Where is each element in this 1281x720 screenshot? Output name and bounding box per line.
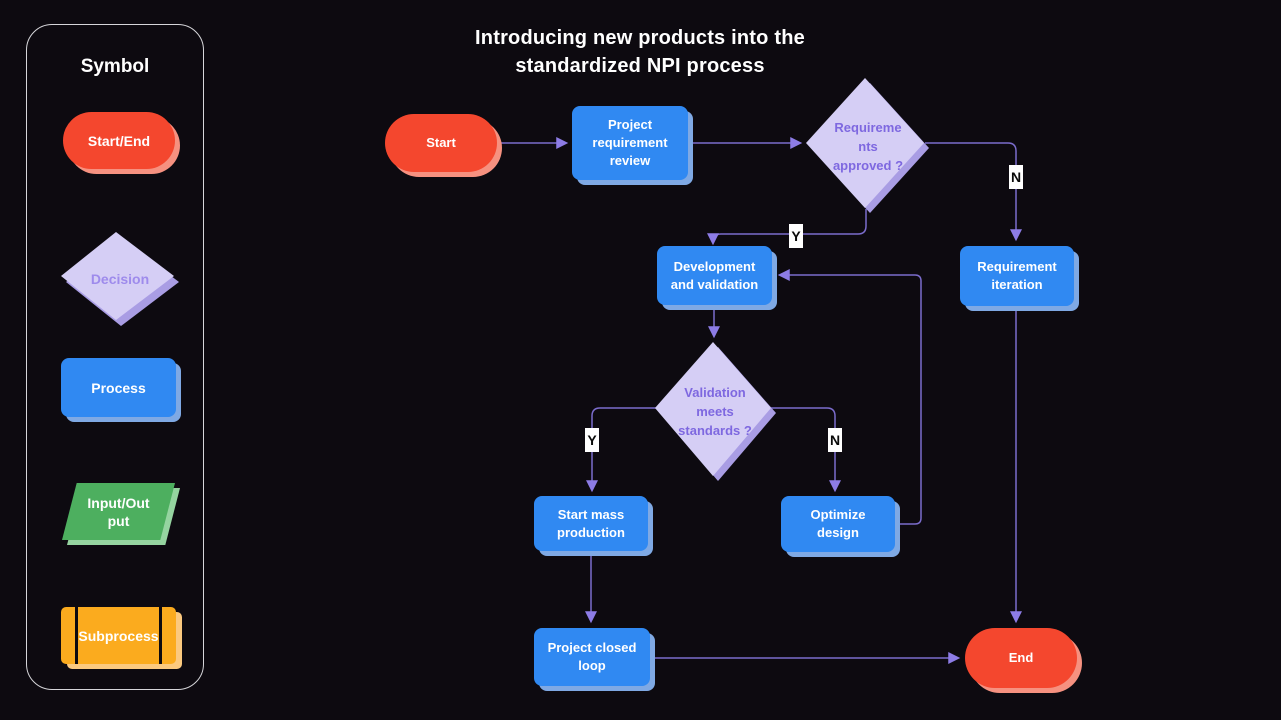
legend-label-subprocess: Subprocess (78, 627, 159, 644)
node-optimize-design[interactable]: Optimize design (781, 496, 895, 552)
edge-approved-no-to-iteration (925, 142, 1022, 242)
node-development-and-validation-label: Development and validation (670, 258, 759, 292)
node-validation-meets-standards[interactable]: Validation meets standards ? (653, 340, 777, 482)
legend-item-start-end[interactable]: Start/End (63, 112, 175, 169)
node-start-label: Start (426, 135, 456, 150)
node-requirements-approved[interactable]: Requirements approved ? (805, 77, 931, 215)
edge-label-approved-no: N (1009, 165, 1023, 189)
legend-label-start-end: Start/End (87, 132, 151, 149)
node-project-closed-loop[interactable]: Project closed loop (534, 628, 650, 686)
node-optimize-design-label: Optimize design (810, 507, 866, 540)
edge-optimize-loop-to-development (777, 269, 922, 525)
node-development-and-validation[interactable]: Development and validation (657, 246, 772, 305)
node-project-requirement-review[interactable]: Project requirement review (572, 106, 688, 180)
legend-panel (26, 24, 204, 690)
node-requirement-iteration-label: Requirement iteration (977, 259, 1057, 292)
node-start-mass-production[interactable]: Start mass production (534, 496, 648, 551)
node-project-requirement-review-label: Project requirement review (592, 117, 668, 168)
node-validation-meets-standards-label: Validation meets standards ? (678, 384, 752, 438)
legend-item-decision[interactable]: Decision (60, 231, 180, 328)
edge-standards-no-to-optimize (771, 407, 841, 493)
node-end[interactable]: End (965, 628, 1077, 688)
node-end-label: End (1008, 650, 1034, 665)
legend-label-input-output: Input/Output (87, 494, 150, 529)
subprocess-right-bar (159, 607, 162, 664)
node-requirement-iteration[interactable]: Requirement iteration (960, 246, 1074, 306)
diagram-title: Introducing new products into the standa… (475, 27, 805, 77)
legend-item-input-output[interactable]: Input/Output (62, 483, 175, 540)
edge-label-approved-yes: Y (789, 224, 803, 248)
decision-shape-icon (61, 232, 179, 326)
edge-label-standards-yes: Y (585, 428, 599, 452)
legend-label-decision: Decision (90, 271, 150, 287)
node-start[interactable]: Start (385, 114, 497, 172)
legend-title: Symbol (80, 56, 150, 77)
subprocess-left-bar (75, 607, 78, 664)
requirements-approved-shape (806, 78, 929, 213)
legend-label-process: Process (91, 379, 146, 396)
edge-standards-yes-to-production (586, 407, 657, 493)
node-project-closed-loop-label: Project closed loop (547, 640, 637, 673)
edge-label-standards-no: N (828, 428, 842, 452)
legend-item-process[interactable]: Process (61, 358, 176, 417)
node-start-mass-production-label: Start mass production (557, 506, 625, 540)
node-requirements-approved-label: Requirements approved ? (832, 119, 904, 173)
legend-item-subprocess[interactable]: Subprocess (61, 607, 176, 664)
validation-meets-standards-shape (655, 342, 776, 481)
